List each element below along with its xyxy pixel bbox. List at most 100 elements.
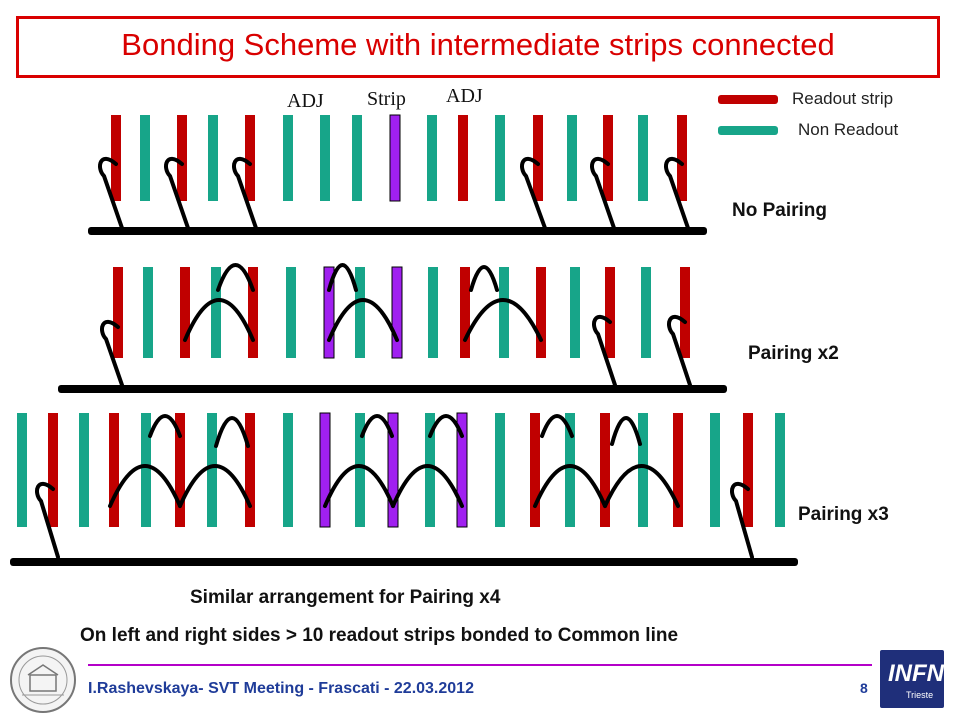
strip-row3 (565, 413, 575, 527)
strip-row3 (245, 413, 255, 527)
bond-wire-row1 (664, 156, 690, 230)
common-line-row2 (58, 385, 727, 393)
strip-row3 (109, 413, 119, 527)
strip-row3 (456, 412, 468, 528)
note-sides: On left and right sides > 10 readout str… (80, 625, 679, 646)
legend-non-readout-label: Non Readout (798, 120, 899, 139)
bond-arc-row2 (327, 298, 399, 342)
bond-arc-row2 (327, 263, 358, 292)
university-seal-logo (10, 647, 76, 713)
bond-arc-row2 (469, 265, 499, 292)
row-label-no-pairing: No Pairing (732, 200, 828, 221)
strip-row1 (245, 115, 255, 201)
strip-row2 (499, 267, 509, 358)
bond-arc-row3 (533, 464, 607, 508)
bond-arc-row3 (610, 416, 642, 446)
row-label-pairing-x2: Pairing x2 (748, 343, 839, 364)
strip-row3 (710, 413, 720, 527)
strip-row2 (113, 267, 123, 358)
bond-arc-row3 (603, 464, 680, 508)
strip-row1 (638, 115, 648, 201)
page-number: 8 (860, 680, 868, 696)
bond-wire-row1 (590, 156, 616, 230)
strip-row2 (641, 267, 651, 358)
bond-wire-row1 (232, 156, 258, 230)
bond-arc-row2 (463, 298, 543, 342)
slide-title: Bonding Scheme with intermediate strips … (121, 27, 835, 62)
strip-row3 (495, 413, 505, 527)
strip-row3 (48, 413, 58, 527)
bond-arc-row3 (148, 414, 182, 438)
strip-row2 (605, 267, 615, 358)
footer-text: I.Rashevskaya- SVT Meeting - Frascati - … (88, 680, 474, 697)
strip-row3 (775, 413, 785, 527)
footer-divider (88, 664, 872, 666)
strip-row3 (17, 413, 27, 527)
strip-row1 (352, 115, 362, 201)
legend-readout-label: Readout strip (792, 89, 894, 108)
strip-row3 (638, 413, 648, 527)
strip-row1 (427, 115, 437, 201)
strip-row1 (177, 115, 187, 201)
strip-row3 (743, 413, 753, 527)
strip-row2 (460, 267, 470, 358)
title-box: Bonding Scheme with intermediate strips … (16, 16, 940, 78)
bond-arc-row2 (216, 263, 255, 292)
strip-row2 (680, 267, 690, 358)
infn-logo: INFN Trieste (880, 650, 944, 708)
bond-wire-row2 (592, 314, 617, 387)
strip-row2 (355, 267, 365, 358)
common-line-row1 (88, 227, 707, 235)
bond-arc-row3 (108, 464, 182, 508)
strip-row2 (143, 267, 153, 358)
strip-row1 (389, 114, 401, 202)
row-label-pairing-x3: Pairing x3 (798, 504, 889, 525)
bond-arc-row2 (183, 298, 255, 342)
strip-row1 (208, 115, 218, 201)
bond-wire-row3 (730, 481, 754, 559)
bond-arc-row3 (360, 414, 394, 438)
strip-row2 (536, 267, 546, 358)
strip-row3 (283, 413, 293, 527)
bond-arc-row3 (428, 414, 464, 438)
adj-right-label: ADJ (446, 85, 483, 107)
strip-row1 (111, 115, 121, 201)
legend-readout-swatch (718, 95, 778, 104)
strip-row2 (286, 267, 296, 358)
strip-row3 (175, 413, 185, 527)
strip-row2 (391, 266, 403, 359)
strip-row1 (567, 115, 577, 201)
bond-wire-row1 (520, 156, 547, 230)
legend-non-readout-swatch (718, 126, 778, 135)
strip-row3 (530, 413, 540, 527)
strip-row3 (79, 413, 89, 527)
strip-row3 (319, 412, 331, 528)
strip-row2 (323, 266, 335, 359)
strip-row2 (570, 267, 580, 358)
bond-arc-row3 (214, 416, 250, 448)
infn-logo-subtext: Trieste (906, 690, 934, 700)
infn-logo-text: INFN (888, 660, 944, 687)
strip-row1 (458, 115, 468, 201)
bond-arc-row3 (540, 414, 574, 438)
strip-row3 (207, 413, 217, 527)
strip-label: Strip (367, 88, 406, 110)
bond-wire-row1 (164, 156, 190, 230)
strip-row3 (600, 413, 610, 527)
strip-row3 (673, 413, 683, 527)
strip-row1 (603, 115, 613, 201)
strip-row3 (387, 412, 399, 528)
strip-row1 (495, 115, 505, 201)
strip-row1 (140, 115, 150, 201)
bond-wire-row2 (100, 319, 124, 387)
strip-row2 (428, 267, 438, 358)
strip-row3 (355, 413, 365, 527)
strip-row2 (248, 267, 258, 358)
bond-arc-row3 (391, 464, 464, 508)
bond-wire-row1 (98, 156, 124, 230)
strip-row1 (677, 115, 687, 201)
adj-left-label: ADJ (287, 90, 324, 112)
strip-row1 (533, 115, 543, 201)
strip-row2 (180, 267, 190, 358)
